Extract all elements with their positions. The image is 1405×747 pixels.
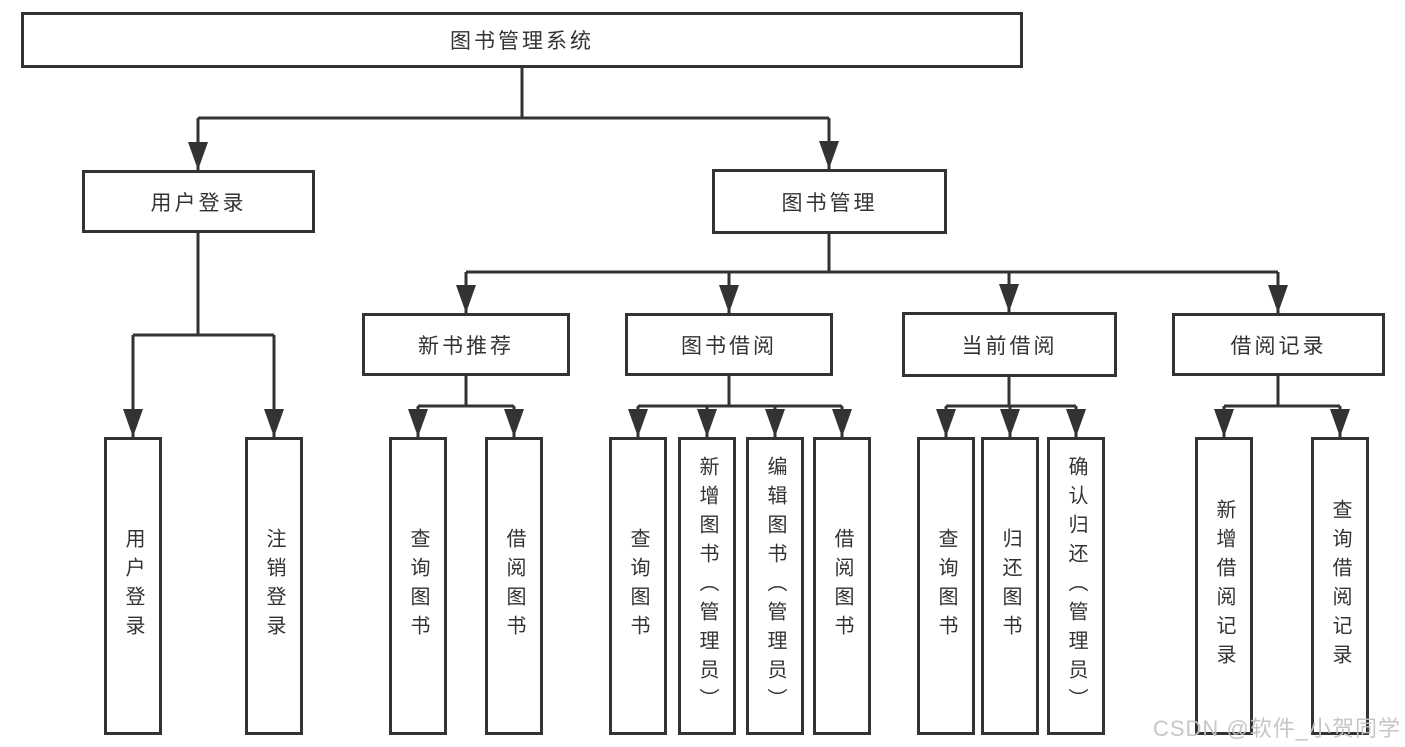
connector-current-borrowing-split bbox=[946, 377, 1076, 408]
leaf-current-query-books: 查询图书 bbox=[917, 437, 975, 735]
node-library-management-system: 图书管理系统 bbox=[21, 12, 1023, 68]
node-book-management: 图书管理 bbox=[712, 169, 947, 234]
node-book-borrowing: 图书借阅 bbox=[625, 313, 833, 376]
leaf-record-query-borrow-record: 查询借阅记录 bbox=[1311, 437, 1369, 735]
leaf-logout: 注销登录 bbox=[245, 437, 303, 735]
leaf-user-login: 用户登录 bbox=[104, 437, 162, 735]
connector-root-split bbox=[198, 68, 829, 120]
node-borrowing-records: 借阅记录 bbox=[1172, 313, 1385, 376]
leaf-borrow-borrow-books: 借阅图书 bbox=[813, 437, 871, 735]
connector-book-borrowing-split bbox=[638, 376, 842, 408]
node-current-borrowing: 当前借阅 bbox=[902, 312, 1117, 377]
leaf-newrec-borrow-books: 借阅图书 bbox=[485, 437, 543, 735]
leaf-newrec-query-books: 查询图书 bbox=[389, 437, 447, 735]
leaf-borrow-add-books-admin: 新增图书（管理员） bbox=[678, 437, 736, 735]
connector-user-login-split bbox=[133, 233, 274, 337]
connector-borrowing-records-split bbox=[1224, 376, 1340, 408]
csdn-watermark: CSDN @软件_小贺同学 bbox=[1152, 716, 1401, 741]
node-new-book-recommend: 新书推荐 bbox=[362, 313, 570, 376]
connector-book-management-split bbox=[466, 234, 1278, 274]
leaf-borrow-query-books: 查询图书 bbox=[609, 437, 667, 735]
leaf-current-return-books: 归还图书 bbox=[981, 437, 1039, 735]
connector-new-book-recommend-split bbox=[418, 376, 514, 408]
leaf-record-add-borrow-record: 新增借阅记录 bbox=[1195, 437, 1253, 735]
leaf-current-confirm-return-admin: 确认归还（管理员） bbox=[1047, 437, 1105, 735]
leaf-borrow-edit-books-admin: 编辑图书（管理员） bbox=[746, 437, 804, 735]
node-user-login: 用户登录 bbox=[82, 170, 315, 233]
